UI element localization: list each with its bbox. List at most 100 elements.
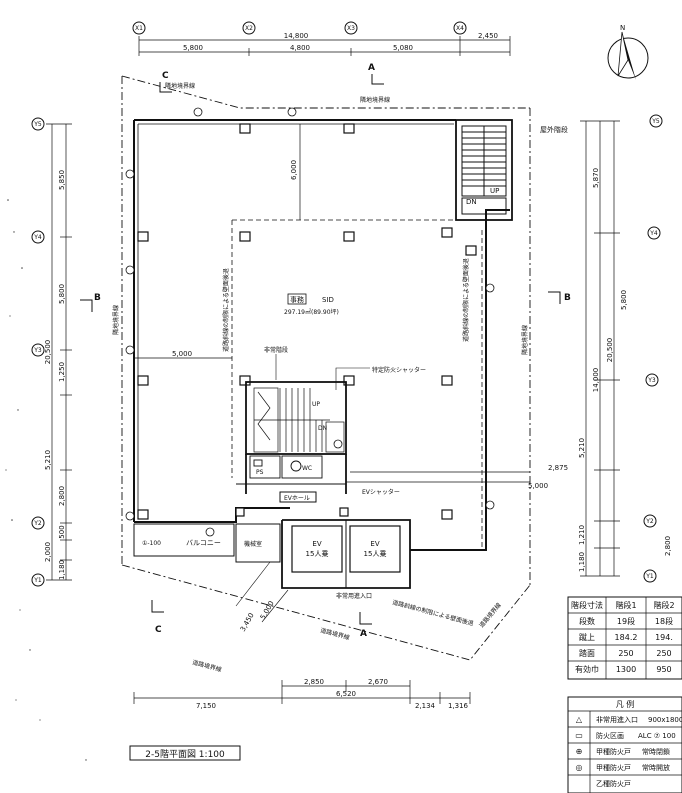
dim-left-e: 2,800 <box>58 486 66 506</box>
north-label: N <box>620 24 625 32</box>
dim-left-d: 5,210 <box>44 450 52 470</box>
dim-inner-6000: 6,000 <box>290 160 298 180</box>
legend-title: 凡 例 <box>616 699 635 709</box>
dim-left-a: 5,850 <box>58 170 66 190</box>
bottom-dimensions <box>133 680 471 704</box>
fire-shutter-label: 特定防火シャッター <box>372 366 426 374</box>
dim-bottom-b: 6,520 <box>336 690 356 698</box>
stair-table-header-2: 階段2 <box>653 600 674 610</box>
dim-diag-3450: 3,450 <box>239 612 256 633</box>
outdoor-stair-label: 屋外階段 <box>540 125 568 134</box>
office-tag: 事務 <box>290 295 304 304</box>
left-dimensions <box>46 123 72 581</box>
legend-symbol: ◎ <box>576 763 583 772</box>
stair-table-cell: 184.2 <box>615 633 638 642</box>
balcony-code: ①-100 <box>142 540 161 547</box>
building-outline <box>133 119 510 551</box>
legend-table: 凡 例 △ 非常用進入口 900x1800 ▭ 防火区画 ALC ⑦ 100 ⊕… <box>567 696 682 793</box>
stair-table-cell: 194. <box>655 633 673 642</box>
grid-y5-right: Y5 <box>651 118 660 125</box>
road-bottom-label-2: 道路境界線 <box>191 658 222 673</box>
stair-table-header-0: 階段寸法 <box>571 600 603 610</box>
ev1-label: EV <box>312 540 321 548</box>
stair-table-cell: 250 <box>656 649 671 658</box>
dim-right-f: 2,800 <box>664 536 672 556</box>
legend-note: 常時閉鎖 <box>642 747 670 756</box>
section-a-bottom: A <box>360 629 367 639</box>
road-bottom-label: 道路境界線 <box>319 626 350 641</box>
section-markers <box>80 74 561 625</box>
boundary-top-label: 隣地境界線 <box>165 82 195 90</box>
road-right-label: 道路境界線 <box>477 601 502 629</box>
section-a-top: A <box>368 63 375 73</box>
legend-symbol: ⊕ <box>576 747 583 756</box>
stair-table-cell: 有効巾 <box>575 664 599 674</box>
dim-left-h: 1,180 <box>58 560 66 580</box>
stair-table-cell: 19段 <box>617 616 635 626</box>
dim-left-g: 2,000 <box>44 542 52 562</box>
core-stair-up: UP <box>312 401 320 408</box>
legend-item: 乙種防火戸 <box>596 779 631 788</box>
boundary-top-label-2: 隣地境界線 <box>360 96 390 104</box>
dim-right-c: 14,000 <box>592 368 600 393</box>
ps-label: PS <box>256 469 264 476</box>
grid-y3-right: Y3 <box>647 377 656 384</box>
legend-note: 900x1800 <box>648 716 682 724</box>
dim-top-right: 2,450 <box>478 32 498 40</box>
dim-bottom-f: 2,670 <box>368 678 388 686</box>
balcony <box>133 523 281 563</box>
grid-x4: X4 <box>456 25 464 32</box>
stair-table-cell: 250 <box>618 649 633 658</box>
grid-y4-left: Y4 <box>33 234 42 241</box>
dim-right-b: 5,800 <box>620 290 628 310</box>
stair-table-cell: 蹴上 <box>579 632 595 642</box>
dim-inner-2875: 2,875 <box>548 464 568 472</box>
inner-zone-dashed <box>231 210 483 548</box>
balcony-label: バルコニー <box>186 539 221 547</box>
legend-item: 防火区画 <box>596 731 624 740</box>
ev-hall <box>236 483 346 503</box>
outdoor-stair-up: UP <box>490 187 499 195</box>
wc-block <box>249 455 323 479</box>
setback-label-inner: 道路斜線の制限による壁面後退 <box>222 268 230 352</box>
stair-table-header-1: 階段1 <box>615 600 636 610</box>
dim-inner-5000: 5,000 <box>172 350 192 358</box>
mech-label: 機械室 <box>244 540 262 548</box>
setback-label: 道路斜線の制限による壁面後退 <box>391 598 474 627</box>
core-stair-dn: DN <box>318 425 327 432</box>
legend-note: ALC ⑦ 100 <box>638 732 676 740</box>
dim-top-right-span: 5,080 <box>393 44 413 52</box>
plan-title-text: 2-5階平面図 1:100 <box>145 749 225 760</box>
grid-x2: X2 <box>245 25 253 32</box>
legend-symbol: △ <box>576 715 583 724</box>
grid-y-markers-right: Y5 Y4 Y3 Y2 Y1 <box>643 114 663 583</box>
legend-item: 甲種防火戸 <box>596 763 631 772</box>
grid-y2-right: Y2 <box>645 518 654 525</box>
ev1-capacity: 15人乗 <box>306 549 329 558</box>
dim-top-mid: 4,800 <box>290 44 310 52</box>
grid-x1: X1 <box>135 25 143 32</box>
fire-door-symbols <box>125 107 495 537</box>
dim-left-b: 5,800 <box>58 284 66 304</box>
right-dimensions <box>580 120 620 577</box>
office-label: 事務 SID 297.19㎡(89.90坪) <box>284 293 339 316</box>
ev2-capacity: 15人乗 <box>364 549 387 558</box>
dim-bottom-a: 7,150 <box>196 702 216 710</box>
ev-entrance-label: 非常用進入口 <box>336 592 372 600</box>
ev-hall-label: EVホール <box>284 495 310 502</box>
dim-right-a: 5,870 <box>592 168 600 188</box>
boundary-right-label: 隣地境界線 <box>521 325 529 355</box>
grid-y5-left: Y5 <box>33 121 42 128</box>
grid-y2-left: Y2 <box>33 520 42 527</box>
stair-table-cell: 踏面 <box>579 648 595 658</box>
columns <box>137 123 477 520</box>
dim-bottom-c: 2,134 <box>415 702 436 710</box>
office-name: SID <box>322 296 334 304</box>
grid-y4-right: Y4 <box>649 230 658 237</box>
dim-right-d: 5,210 <box>578 438 586 458</box>
grid-y-markers-left: Y5 Y4 Y3 Y2 Y1 <box>31 117 45 587</box>
stair-table-cell: 950 <box>656 665 671 674</box>
top-dimensions <box>138 36 511 56</box>
section-b-left: B <box>94 293 101 303</box>
